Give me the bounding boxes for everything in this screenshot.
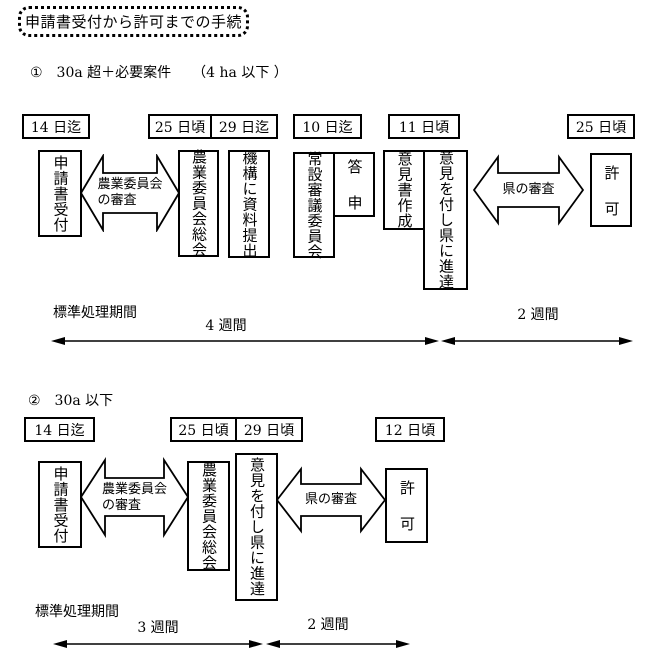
committee-review-arrow-label: 農業委員会 の審査: [101, 481, 167, 513]
date-label: 14 日迄: [34, 422, 85, 439]
step-agri-committee-general-meeting-s1: 農業委員会総会: [178, 149, 219, 258]
date-label: 25 日頃: [575, 119, 627, 136]
section2-heading: ② 30a 以下: [28, 393, 114, 409]
committee-review-arrow-s1: 農業委員会 の審査: [80, 154, 180, 232]
step-forward-to-prefecture-s2: 意見を付し県に進達: [235, 453, 278, 601]
duration-4weeks-label: 4 週間: [205, 318, 247, 334]
date-box-s2-12: 12 日頃: [375, 417, 445, 442]
committee-review-arrow-s2: 農業委員会 の審査: [80, 457, 189, 538]
step-permission-s1: 許可: [590, 153, 632, 237]
prefecture-review-arrow-label: 県の審査: [502, 182, 555, 197]
span-arrow-icon: [266, 640, 410, 648]
date-box-s2-29: 29 日頃: [235, 417, 303, 442]
duration-arrow-2weeks-s1: [440, 333, 634, 352]
step-label: 常設審議委員会: [305, 150, 324, 260]
date-label: 29 日頃: [243, 422, 295, 439]
step-standing-deliberation-committee: 常設審議委員会: [293, 150, 335, 260]
step-label: 答申: [345, 159, 364, 231]
date-box-s1-25: 25 日頃: [148, 114, 212, 139]
date-box-s2-14: 14 日迄: [24, 417, 95, 442]
prefecture-review-arrow-label: 県の審査: [304, 492, 357, 507]
span-arrow-icon: [441, 337, 633, 345]
span-arrow-icon: [53, 640, 263, 648]
step-label: 許可: [398, 480, 416, 552]
step-label: 申請書受付: [51, 154, 70, 233]
date-label: 29 日迄: [218, 119, 270, 136]
date-label: 25 日頃: [154, 119, 206, 136]
period-label-s2: 標準処理期間: [35, 604, 119, 620]
duration-3weeks-label: 3 週間: [137, 620, 179, 636]
section1-heading: ① 30a 超＋必要案件 （4 ha 以下 ）: [30, 65, 288, 81]
date-label: 10 日迄: [302, 119, 353, 136]
step-application-received: 申請書受付: [38, 150, 82, 237]
double-block-arrow-icon: [473, 154, 584, 226]
date-box-s1-11: 11 日頃: [388, 114, 460, 139]
date-label: 14 日迄: [30, 119, 82, 136]
step-report: 答申: [333, 152, 375, 231]
committee-review-arrow-label: 農業委員会 の審査: [97, 177, 163, 208]
step-label: 申請書受付: [51, 465, 70, 544]
step-label: 機構に資料提出: [240, 149, 259, 259]
span-arrow-icon: [51, 337, 439, 345]
date-box-s2-25: 25 日頃: [170, 417, 237, 442]
step-label: 意見を付し県に進達: [248, 457, 266, 597]
step-agri-committee-general-meeting-s2: 農業委員会総会: [187, 461, 230, 571]
step-label: 許可: [602, 164, 621, 237]
step-application-received-s2: 申請書受付: [38, 461, 82, 548]
step-label: 農業委員会総会: [190, 149, 208, 258]
duration-2weeks-label-s1: 2 週間: [517, 307, 559, 323]
procedure-title: 申請書受付から許可までの手続: [24, 13, 242, 31]
date-label: 11 日頃: [398, 119, 450, 136]
step-label: 農業委員会総会: [200, 461, 218, 571]
step-permission-s2: 許可: [385, 468, 428, 552]
step-label: 意見を付し県に進達: [437, 150, 455, 290]
procedure-title-box: 申請書受付から許可までの手続: [18, 6, 249, 37]
step-forward-to-prefecture-s1: 意見を付し県に進達: [423, 150, 468, 290]
step-label: 意見書作成: [395, 151, 414, 229]
date-label: 12 日頃: [384, 422, 436, 439]
date-box-s1-25b: 25 日頃: [567, 114, 635, 139]
step-opinion-drafting: 意見書作成: [383, 150, 425, 230]
duration-arrow-3weeks: [52, 636, 264, 653]
duration-arrow-2weeks-s2: [265, 636, 411, 653]
date-label: 25 日頃: [178, 422, 229, 439]
date-box-s1-10: 10 日迄: [293, 114, 362, 139]
date-box-s1-29: 29 日迄: [210, 114, 278, 139]
duration-2weeks-label-s2: 2 週間: [307, 617, 349, 633]
duration-arrow-4weeks: [50, 333, 440, 352]
step-submit-materials-to-organization: 機構に資料提出: [228, 150, 270, 258]
period-label-s1: 標準処理期間: [53, 305, 137, 321]
prefecture-review-arrow-s2: 県の審査: [276, 466, 386, 534]
date-box-s1-14: 14 日迄: [22, 114, 90, 139]
prefecture-review-arrow-s1: 県の審査: [473, 154, 584, 226]
